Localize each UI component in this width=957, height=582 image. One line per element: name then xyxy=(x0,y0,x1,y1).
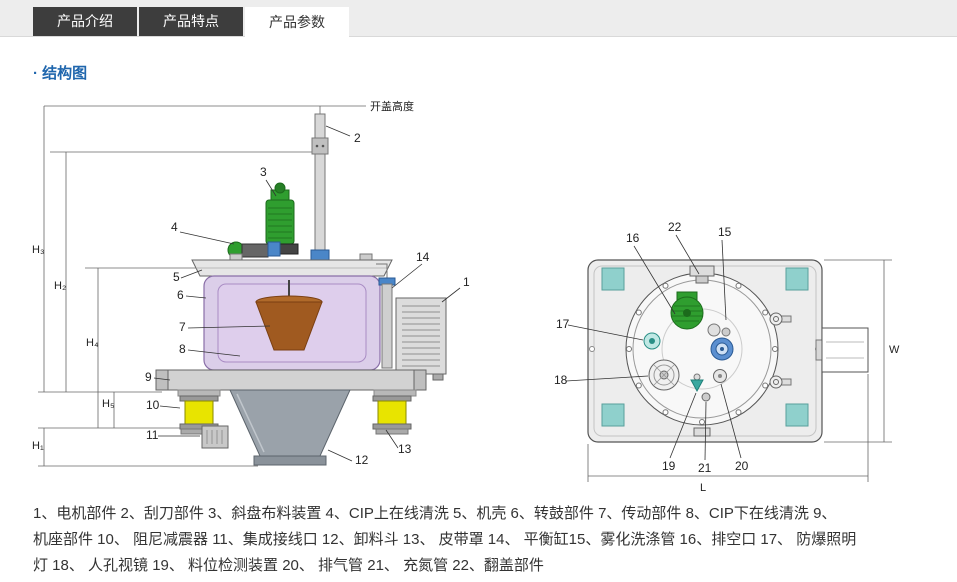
parts-legend: 1、电机部件 2、刮刀部件 3、斜盘布料装置 4、CIP上在线清洗 5、机壳 6… xyxy=(33,501,942,579)
callout-1: 1 xyxy=(463,275,470,289)
main-motor xyxy=(395,297,447,381)
top-view-dimension-lines xyxy=(587,259,892,482)
callout-8: 8 xyxy=(179,342,186,356)
callout-18: 18 xyxy=(554,373,568,387)
legend-line-3: 灯 18、 人孔视镜 19、 料位检测装置 20、 排气管 21、 充氮管 22… xyxy=(33,557,544,574)
open-cover-height-label: 开盖高度 xyxy=(370,99,414,113)
callout-20: 20 xyxy=(735,459,749,473)
dim-h3: H₃ xyxy=(32,244,44,256)
structure-diagram: 开盖高度 H₃ H₂ H₄ H₅ H₁ xyxy=(32,99,900,494)
callout-14: 14 xyxy=(416,250,430,264)
tab-product-features[interactable]: 产品特点 xyxy=(139,7,243,36)
callout-16: 16 xyxy=(626,231,640,245)
callout-11: 11 xyxy=(146,428,159,442)
tab-product-params[interactable]: 产品参数 xyxy=(245,7,349,37)
tab-bar: 产品介绍 产品特点 产品参数 xyxy=(0,0,957,37)
callout-22: 22 xyxy=(668,220,682,234)
dim-w: W xyxy=(889,344,900,356)
callout-17: 17 xyxy=(556,317,570,331)
side-view-leaders xyxy=(153,125,461,462)
callout-19: 19 xyxy=(662,459,676,473)
callout-10: 10 xyxy=(146,398,160,412)
section-title: · 结构图 xyxy=(33,65,88,82)
callout-21: 21 xyxy=(698,461,712,475)
damping-isolators xyxy=(179,395,412,435)
top-view-fittings xyxy=(643,291,792,402)
callout-9: 9 xyxy=(145,370,152,384)
balance-cylinder xyxy=(376,263,396,369)
dim-h1: H₁ xyxy=(32,440,44,452)
side-view-dimension-lines xyxy=(38,105,366,467)
terminal-box xyxy=(201,425,229,449)
legend-line-2: 机座部件 10、 阻尼减震器 11、集成接线口 12、卸料斗 13、 皮带罩 1… xyxy=(33,531,857,548)
belt-guard-attachment xyxy=(815,327,869,373)
callout-2: 2 xyxy=(354,131,361,145)
callout-6: 6 xyxy=(177,288,184,302)
callout-15: 15 xyxy=(718,225,732,239)
callout-13: 13 xyxy=(398,442,412,456)
dim-h5: H₅ xyxy=(102,398,114,410)
flip-cover-lid xyxy=(191,253,393,277)
casing-vessel xyxy=(203,275,381,371)
scraper-lift-rod xyxy=(310,113,330,263)
top-view: W L 15 16 17 18 19 20 21 22 xyxy=(554,220,900,494)
callout-12: 12 xyxy=(355,453,369,467)
callout-3: 3 xyxy=(260,165,267,179)
discharge-hopper xyxy=(229,389,351,466)
tab-product-intro[interactable]: 产品介绍 xyxy=(33,7,137,36)
top-view-leaders xyxy=(565,234,742,461)
dim-l: L xyxy=(700,482,706,494)
side-view: 开盖高度 H₃ H₂ H₄ H₅ H₁ xyxy=(32,99,470,467)
dim-h4: H₄ xyxy=(86,337,99,349)
legend-line-1: 1、电机部件 2、刮刀部件 3、斜盘布料装置 4、CIP上在线清洗 5、机壳 6… xyxy=(33,505,837,522)
callout-5: 5 xyxy=(173,270,180,284)
callout-7: 7 xyxy=(179,320,186,334)
callout-4: 4 xyxy=(171,220,178,234)
dim-h2: H₂ xyxy=(54,280,66,292)
